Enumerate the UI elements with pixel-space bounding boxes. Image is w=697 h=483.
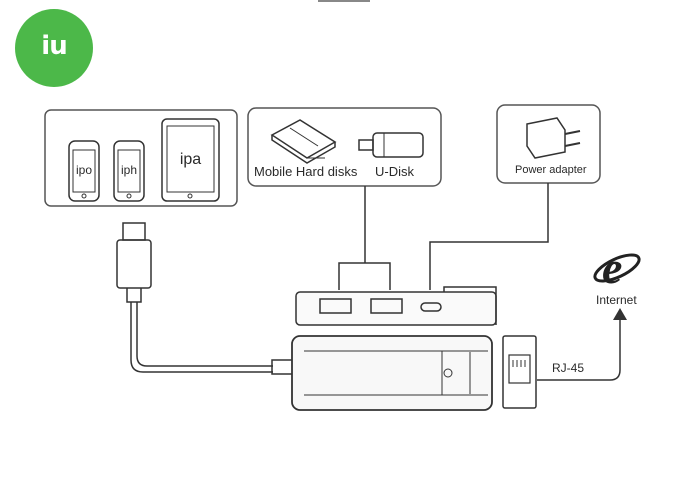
phone2-label: iph <box>120 163 137 177</box>
hdd-label: Mobile Hard disks <box>254 164 358 179</box>
lightning-cable <box>116 222 299 375</box>
usb-port-2 <box>370 298 403 314</box>
hub-side-view <box>291 335 493 411</box>
logo-text: iu <box>41 31 67 61</box>
hub-top-view <box>295 286 497 326</box>
hard-disk-icon <box>270 119 337 164</box>
brand-logo[interactable]: iu <box>15 9 93 87</box>
internet-arrow-head <box>613 308 627 320</box>
rj45-label: RJ-45 <box>552 361 585 375</box>
tablet-icon <box>161 118 220 202</box>
internet-explorer-icon: e <box>593 242 641 293</box>
usb-c-port <box>420 302 442 312</box>
usb-stick-icon <box>358 132 424 158</box>
udisk-label: U-Disk <box>375 164 414 179</box>
power-adapter-icon <box>526 117 581 159</box>
phone1-label: ipo <box>75 163 92 177</box>
connector-lines <box>338 183 549 290</box>
internet-label: Internet <box>596 293 637 307</box>
storage-box <box>247 107 442 187</box>
tablet-label: ipa <box>179 151 202 168</box>
usb-port-1 <box>319 298 352 314</box>
internet-arrow-line <box>537 316 621 381</box>
devices-box <box>44 109 238 207</box>
power-adapter-label: Power adapter <box>515 164 587 176</box>
phone1-icon <box>68 140 100 202</box>
rj45-port-icon <box>502 335 537 409</box>
svg-text:e: e <box>602 242 622 293</box>
phone2-icon <box>113 140 145 202</box>
